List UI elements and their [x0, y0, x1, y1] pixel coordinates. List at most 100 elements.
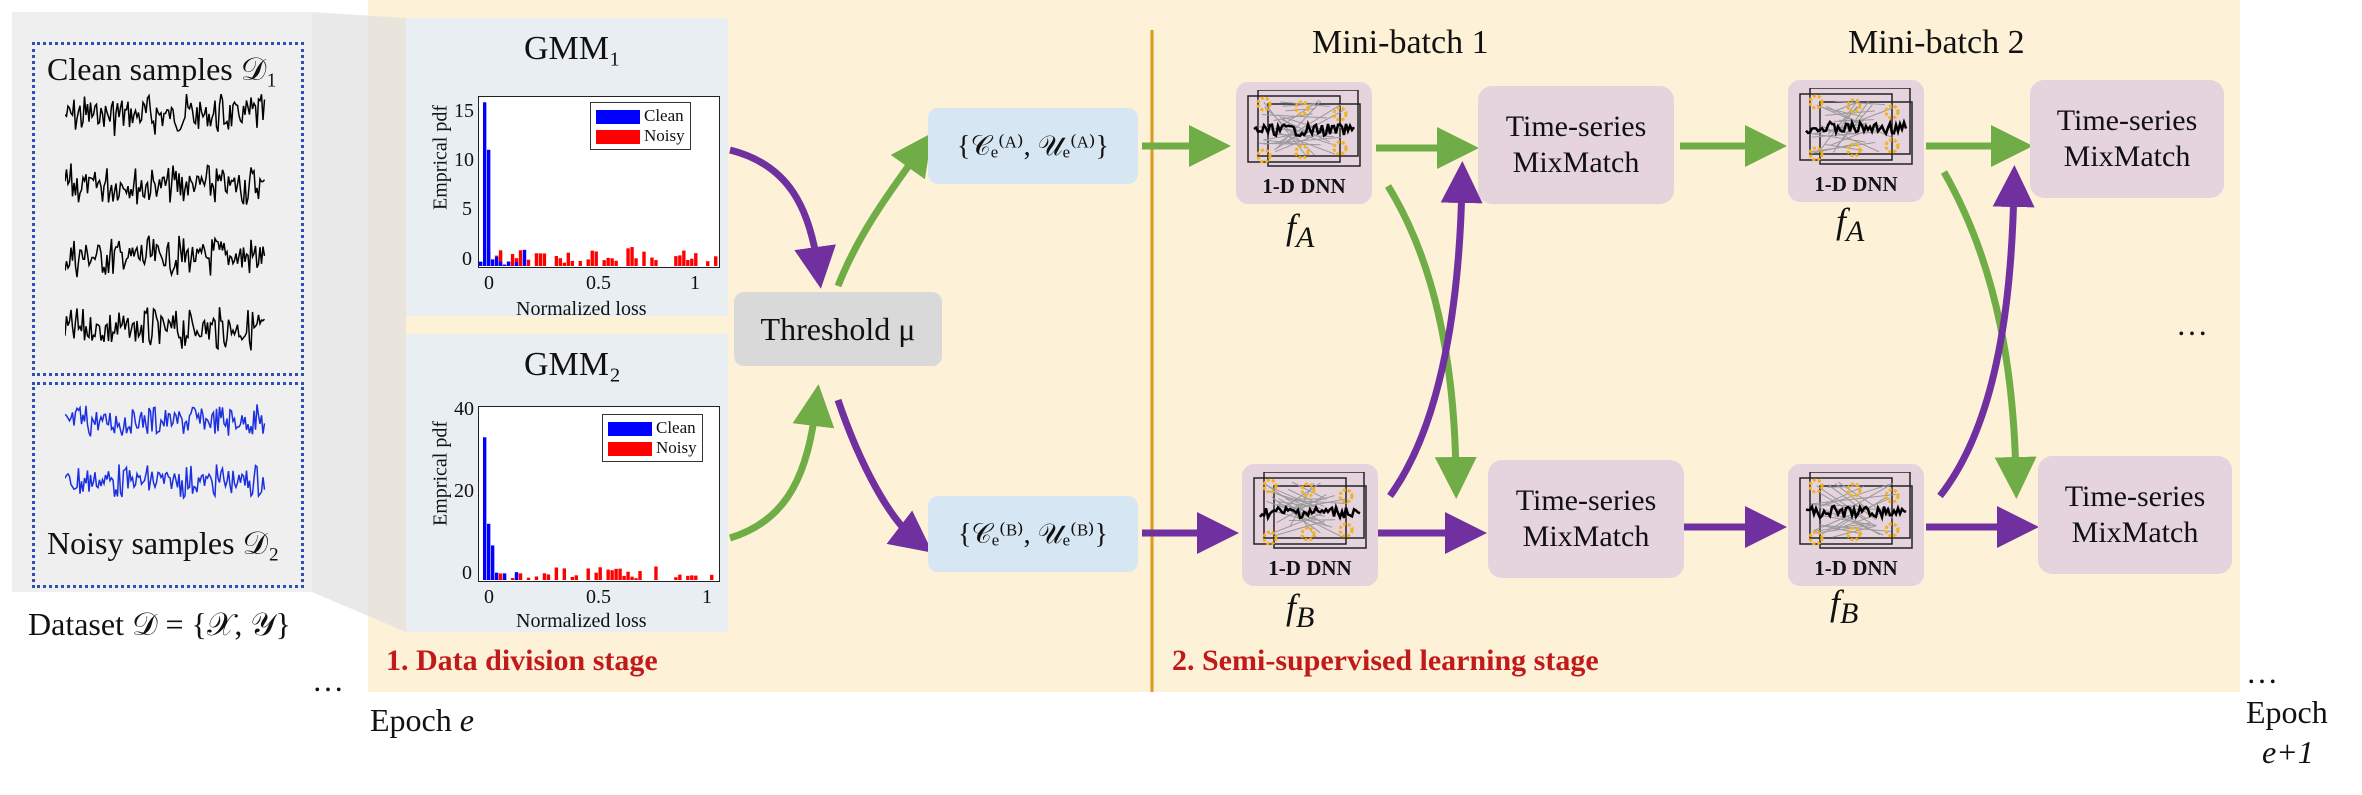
hist-bar-noisy [518, 573, 523, 580]
gmm2-legend: Clean Noisy [602, 414, 703, 462]
dnn-a-mb2: 1-D DNN [1788, 80, 1924, 202]
hist-bar-noisy [610, 570, 614, 580]
hist-bar-noisy [606, 569, 610, 580]
clean-samples-label: Clean samples 𝒟₁ [47, 51, 278, 87]
legend-clean: Clean [656, 418, 696, 437]
hist-bar-noisy [626, 571, 630, 580]
hist-bar-noisy [526, 577, 531, 580]
hist-bar-noisy [610, 258, 614, 266]
hist-bar-noisy [574, 575, 578, 580]
hist-bar-clean [490, 545, 495, 580]
hist-bar-clean [506, 261, 511, 266]
waveform [65, 235, 266, 278]
hist-bar-noisy [526, 259, 531, 266]
hist-bar-noisy [650, 257, 654, 266]
hist-bar-noisy [554, 567, 559, 580]
gmm2-xtick: 1 [702, 586, 712, 608]
hist-bar-noisy [586, 259, 590, 266]
legend-clean: Clean [644, 106, 684, 125]
hist-bar-clean [494, 256, 499, 266]
hist-bar-noisy [510, 254, 515, 266]
hist-bar-noisy [614, 568, 618, 580]
gmm2-ytick: 0 [462, 562, 472, 584]
hist-bar-noisy [634, 258, 638, 266]
hist-bar-noisy [642, 251, 646, 266]
hist-bar-clean [498, 261, 503, 266]
gmm1-ytick: 0 [462, 248, 472, 270]
epoch-e-label: Epoch e [370, 702, 474, 738]
gmm2-xtick: 0.5 [586, 586, 611, 608]
gmm1-ytick: 5 [462, 198, 472, 220]
hist-bar-noisy [674, 256, 678, 266]
set-a-box: {𝒞ₑ⁽ᴬ⁾, 𝒰ₑ⁽ᴬ⁾} [928, 108, 1138, 184]
minibatch2-title: Mini-batch 2 [1848, 24, 2025, 61]
hist-bar-noisy [590, 250, 594, 266]
arrow-gmm2-to-threshold [728, 384, 835, 542]
hist-bar-noisy [542, 253, 547, 266]
waveform [65, 163, 266, 205]
hist-bar-clean [494, 572, 499, 580]
arrow-fb2-cross [1937, 165, 2035, 499]
hist-bar-clean [502, 573, 507, 580]
hist-bar-noisy [686, 575, 690, 580]
hist-bar-noisy [694, 575, 698, 580]
noisy-samples-label: Noisy samples 𝒟₂ [47, 525, 280, 561]
waveform [65, 464, 266, 500]
dataset-caption: Dataset 𝒟 = {𝒳, 𝒴} [28, 606, 291, 642]
left-ellipsis: … [312, 662, 344, 698]
hist-bar-noisy [674, 577, 678, 580]
dnn-a-mb1: 1-D DNN [1236, 82, 1372, 204]
legend-noisy: Noisy [656, 438, 697, 457]
hist-bar-clean [514, 572, 519, 580]
hist-bar-noisy [602, 260, 606, 266]
hist-bar-noisy [498, 250, 503, 266]
hist-bar-noisy [678, 255, 682, 266]
epoch-next-label: Epoch [2246, 694, 2328, 730]
gmm2-xlabel: Normalized loss [516, 610, 647, 632]
gmm1-xtick: 0 [484, 272, 494, 294]
hist-bar-clean [490, 259, 495, 266]
arrow-fb-cross [1387, 161, 1483, 499]
hist-bar-noisy [562, 568, 567, 580]
stage2-label: 2. Semi-supervised learning stage [1172, 644, 1599, 677]
hist-bar-noisy [542, 573, 547, 580]
hist-bar-noisy [654, 566, 658, 580]
set-b-box: {𝒞ₑ⁽ᴮ⁾, 𝒰ₑ⁽ᴮ⁾} [928, 496, 1138, 572]
hist-bar-clean [486, 149, 491, 266]
gmm2-histogram [482, 437, 714, 580]
fb-label-mb1: fB [1286, 587, 1315, 635]
far-right-ellipsis: … [2246, 654, 2278, 690]
hist-bar-noisy [682, 250, 686, 266]
dnn-network-icon [1247, 90, 1361, 167]
hist-bar-noisy [654, 260, 658, 266]
waveform [65, 93, 266, 136]
hist-bar-clean [479, 261, 483, 266]
hist-bar-noisy [586, 568, 590, 580]
hist-bar-noisy [706, 261, 710, 266]
noisy-waveforms [65, 404, 266, 500]
fb-label-mb2: fB [1830, 583, 1859, 631]
gmm1-histogram [479, 102, 718, 266]
hist-bar-noisy [594, 251, 598, 266]
arrow-threshold-to-set-b [834, 398, 933, 553]
hist-bar-noisy [562, 262, 567, 266]
gmm2-ytick: 20 [454, 480, 474, 502]
dnn-network-icon [1253, 472, 1367, 549]
hist-bar-noisy [498, 573, 503, 580]
gmm2-xtick: 0 [484, 586, 494, 608]
gmm2-ytick: 40 [454, 398, 474, 420]
fa-label-mb1: fA [1286, 207, 1315, 255]
gmm1-xlabel: Normalized loss [516, 298, 647, 320]
hist-bar-noisy [626, 248, 630, 266]
hist-bar-noisy [558, 258, 563, 266]
gmm1-legend: Clean Noisy [590, 102, 691, 150]
gmm2-title: GMM₂ [524, 346, 621, 383]
dnn-label: 1-D DNN [1814, 172, 1898, 196]
hist-bar-noisy [546, 574, 551, 580]
dnn-network-icon [1799, 88, 1913, 165]
